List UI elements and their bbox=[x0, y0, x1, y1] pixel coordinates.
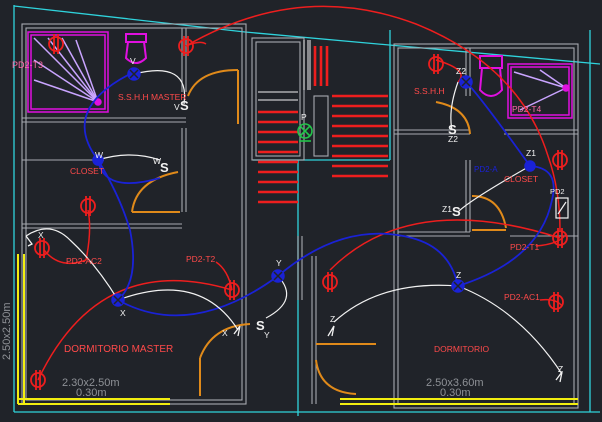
blue-wiring bbox=[83, 73, 555, 317]
label-sshh-master: S.S.H.H MASTER bbox=[118, 92, 186, 102]
switch-v: S bbox=[180, 98, 189, 113]
label-closet-left: CLOSET bbox=[70, 166, 104, 176]
letter-w-switch: W bbox=[153, 156, 161, 166]
letter-w-left: W bbox=[95, 150, 103, 160]
label-dim-right-2: 0.30m bbox=[440, 387, 471, 399]
label-pd2-ac2: PD2-AC2 bbox=[66, 256, 102, 266]
circuit-letters: P V V W W X X X Y Y Z Z Z Z1 Z1 Z2 Z2 bbox=[38, 56, 563, 374]
outlet-pd2-t3 bbox=[48, 34, 64, 54]
letter-z-switch-left: Z bbox=[330, 314, 335, 324]
pd2-panel-icon bbox=[555, 197, 569, 219]
outlet-pd2-ac2 bbox=[34, 238, 50, 258]
toilet-left bbox=[124, 33, 148, 64]
letter-y-switch: Y bbox=[264, 330, 270, 340]
label-pd2-t2: PD2-T2 bbox=[186, 254, 216, 264]
outlet-pd2-t2 bbox=[224, 280, 240, 300]
letter-x-switch: X bbox=[222, 328, 228, 338]
letter-p: P bbox=[301, 112, 307, 122]
switch-z1: S bbox=[452, 204, 461, 219]
switches: S S S S S bbox=[160, 98, 461, 333]
light-y bbox=[271, 269, 285, 283]
white-wiring bbox=[25, 70, 563, 375]
letter-z1-switch: Z1 bbox=[442, 204, 452, 214]
light-z bbox=[451, 279, 465, 293]
outlet-top-right bbox=[428, 54, 444, 74]
red-outlets bbox=[30, 34, 568, 390]
outlet-top-left bbox=[178, 36, 194, 56]
label-dim-vertical: 2.50x2.50m bbox=[1, 303, 13, 360]
label-closet-right: CLOSET bbox=[504, 174, 538, 184]
label-dim-left-1: 2.30x2.50m bbox=[62, 377, 119, 389]
bathroom-fixtures bbox=[27, 31, 573, 119]
light-x bbox=[111, 293, 125, 307]
label-dim-left-2: 0.30m bbox=[76, 387, 107, 399]
outlet-pd2-t1 bbox=[552, 228, 568, 248]
letter-z-switch-right: Z bbox=[558, 364, 563, 374]
label-pd2-box: PD2 bbox=[550, 187, 565, 196]
switch-marks bbox=[25, 235, 563, 383]
outlet-pd2-ac1 bbox=[548, 292, 564, 312]
letter-x-top: X bbox=[38, 230, 44, 240]
labels: PD2-T3 S.S.H.H MASTER S.S.H.H PD2-T4 CLO… bbox=[1, 60, 565, 399]
yellow-walls bbox=[17, 254, 578, 405]
light-points bbox=[92, 67, 536, 307]
red-wiring bbox=[37, 5, 567, 381]
label-pd2-t3: PD2-T3 bbox=[12, 60, 43, 70]
letter-v-top: V bbox=[130, 56, 136, 66]
label-pd2-a-partial: PD2-A bbox=[474, 165, 498, 174]
label-room: DORMITORIO bbox=[434, 344, 489, 354]
outlet-closet-right bbox=[552, 150, 568, 170]
stair-light-icon bbox=[297, 123, 313, 142]
stairs bbox=[258, 40, 388, 204]
shower-right bbox=[507, 63, 573, 119]
letter-z-mid: Z bbox=[456, 270, 461, 280]
light-w bbox=[92, 154, 104, 166]
letter-y-top: Y bbox=[276, 258, 282, 268]
switch-z2: S bbox=[448, 122, 457, 137]
switch-w: S bbox=[160, 160, 169, 175]
outlet-bottom-left bbox=[30, 370, 46, 390]
shower-left bbox=[27, 31, 109, 113]
letter-x-bottom: X bbox=[120, 308, 126, 318]
light-v bbox=[127, 67, 141, 81]
label-dim-right-1: 2.50x3.60m bbox=[426, 377, 483, 389]
doors bbox=[131, 69, 507, 396]
outlet-right-middle bbox=[322, 272, 338, 292]
outlet-closet-left bbox=[80, 196, 96, 216]
letter-z2-switch: Z2 bbox=[448, 134, 458, 144]
label-room-master: DORMITORIO MASTER bbox=[64, 344, 173, 355]
label-pd2-t1: PD2-T1 bbox=[510, 242, 540, 252]
label-pd2-ac1: PD2-AC1 bbox=[504, 292, 540, 302]
letter-z2-top: Z2 bbox=[456, 66, 466, 76]
letter-v-switch: V bbox=[174, 102, 180, 112]
switch-y: S bbox=[256, 318, 265, 333]
letter-z1-top: Z1 bbox=[526, 148, 536, 158]
light-z2 bbox=[459, 75, 473, 89]
label-sshh: S.S.H.H bbox=[414, 86, 445, 96]
light-z1 bbox=[524, 160, 536, 172]
label-pd2-t4: PD2-T4 bbox=[512, 104, 542, 114]
